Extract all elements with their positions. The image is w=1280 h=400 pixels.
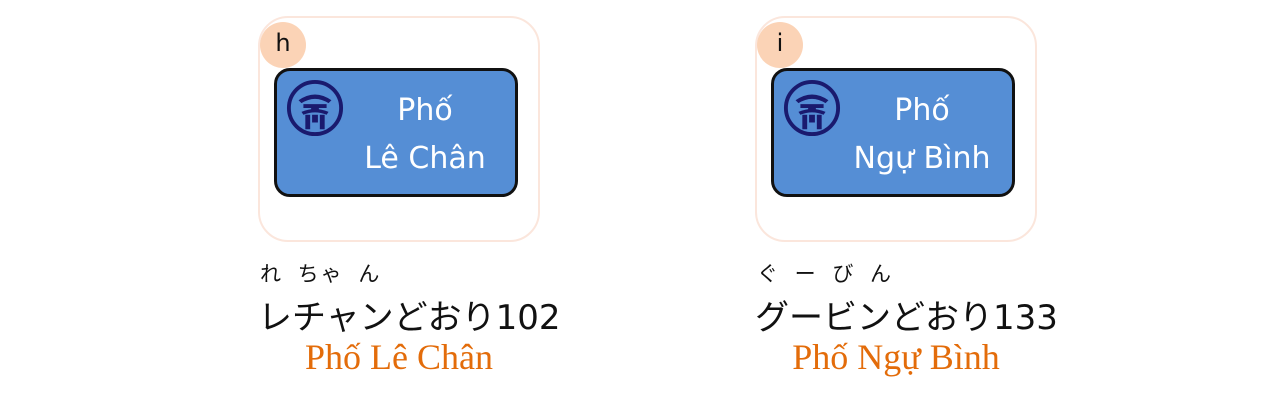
furigana-reading: れ ちゃ ん [260, 262, 382, 286]
hanoi-emblem-icon [783, 79, 841, 137]
sign-text: Phố Ngự Bình [838, 87, 1006, 183]
street-sign: Phố Ngự Bình [771, 68, 1015, 197]
furigana-reading: ぐ ー び ん [757, 262, 894, 286]
sign-line-2: Lê Chân [364, 141, 486, 176]
street-card-le-chan: h Phố Lê Chân れ ちゃ ん レチャンどおり102 Phố Lê C… [254, 0, 584, 400]
sign-line-1: Phố [397, 93, 453, 128]
card-badge: h [260, 22, 306, 68]
vietnamese-name: Phố Lê Chân [305, 337, 493, 377]
sign-line-2: Ngự Bình [853, 141, 991, 176]
hanoi-emblem-icon [286, 79, 344, 137]
japanese-name: レチャンどおり102 [258, 298, 561, 338]
sign-line-1: Phố [894, 93, 950, 128]
japanese-name: グービンどおり133 [755, 298, 1058, 338]
card-badge: i [757, 22, 803, 68]
sign-text: Phố Lê Chân [341, 87, 509, 183]
vietnamese-name: Phố Ngự Bình [792, 337, 1000, 377]
street-sign: Phố Lê Chân [274, 68, 518, 197]
street-card-ngu-binh: i Phố Ngự Bình ぐ ー び ん グービンどおり133 Phố Ng… [751, 0, 1081, 400]
